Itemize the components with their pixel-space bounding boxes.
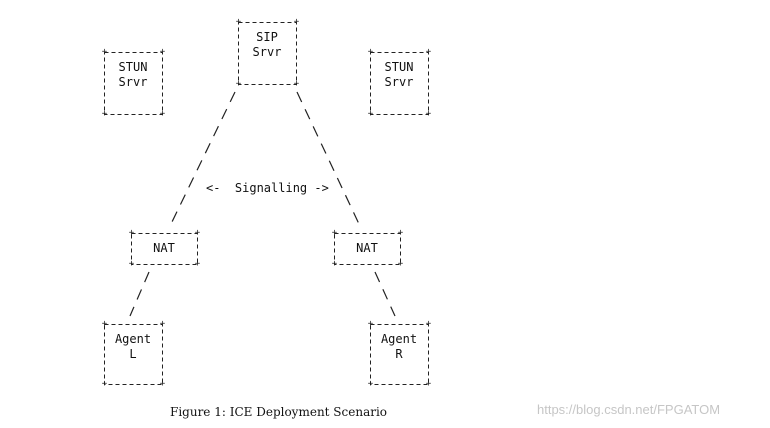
stun-server-left-box-frame	[104, 52, 163, 115]
nat-right-box-frame	[334, 233, 401, 265]
corner-plus: +	[293, 79, 300, 89]
corner-plus: +	[128, 228, 135, 238]
agent-left-label-1: Agent	[114, 332, 152, 346]
corner-plus: +	[159, 47, 166, 57]
nat-left-box-frame	[131, 233, 198, 265]
stun-server-right-label-2: Srvr	[384, 75, 414, 89]
nat-left-to-agent-left-link	[129, 271, 150, 317]
corner-plus: +	[331, 259, 338, 269]
nat-left-box: NAT + + + +	[129, 229, 200, 269]
corner-plus: +	[159, 319, 166, 329]
corner-plus: +	[425, 319, 432, 329]
stun-server-right-box: STUN Srvr + + + +	[368, 48, 431, 119]
corner-plus: +	[101, 47, 108, 57]
sip-to-nat-right-link	[296, 91, 360, 225]
corner-plus: +	[397, 228, 404, 238]
nat-left-label: NAT	[153, 241, 175, 255]
corner-plus: +	[425, 109, 432, 119]
agent-right-box: Agent R + + + +	[368, 320, 431, 389]
corner-plus: +	[159, 379, 166, 389]
corner-plus: +	[235, 17, 242, 27]
signalling-label: <- Signalling ->	[206, 181, 329, 195]
sip-server-box-frame	[238, 22, 297, 85]
corner-plus: +	[367, 109, 374, 119]
agent-right-label-1: Agent	[380, 332, 418, 346]
corner-plus: +	[293, 17, 300, 27]
corner-plus: +	[235, 79, 242, 89]
sip-server-label-1: SIP	[256, 30, 278, 44]
agent-right-label-2: R	[395, 347, 403, 361]
stun-server-left-label-2: Srvr	[118, 75, 148, 89]
corner-plus: +	[425, 47, 432, 57]
stun-server-right-box-frame	[370, 52, 429, 115]
corner-plus: +	[425, 379, 432, 389]
nat-right-box: NAT + + + +	[332, 229, 403, 269]
sip-to-nat-left-link	[170, 91, 236, 225]
sip-server-label-2: Srvr	[252, 45, 282, 59]
nat-right-label: NAT	[356, 241, 378, 255]
agent-right-box-frame	[370, 324, 429, 385]
agent-left-box-frame	[104, 324, 163, 385]
corner-plus: +	[101, 109, 108, 119]
figure-caption: Figure 1: ICE Deployment Scenario	[170, 405, 388, 419]
corner-plus: +	[367, 319, 374, 329]
agent-left-label-2: L	[129, 347, 137, 361]
stun-server-left-label-1: STUN	[118, 60, 148, 74]
corner-plus: +	[159, 109, 166, 119]
corner-plus: +	[367, 47, 374, 57]
corner-plus: +	[367, 379, 374, 389]
agent-left-box: Agent L + + + +	[102, 320, 165, 389]
nat-right-to-agent-right-link	[374, 271, 396, 317]
corner-plus: +	[128, 259, 135, 269]
stun-server-right-label-1: STUN	[384, 60, 414, 74]
corner-plus: +	[397, 259, 404, 269]
watermark-text: https://blog.csdn.net/FPGATOM	[537, 402, 721, 417]
corner-plus: +	[194, 259, 201, 269]
corner-plus: +	[101, 319, 108, 329]
corner-plus: +	[101, 379, 108, 389]
sip-server-box: SIP Srvr + + + +	[236, 18, 299, 89]
stun-server-left-box: STUN Srvr + + + +	[102, 48, 165, 119]
corner-plus: +	[194, 228, 201, 238]
corner-plus: +	[331, 228, 338, 238]
